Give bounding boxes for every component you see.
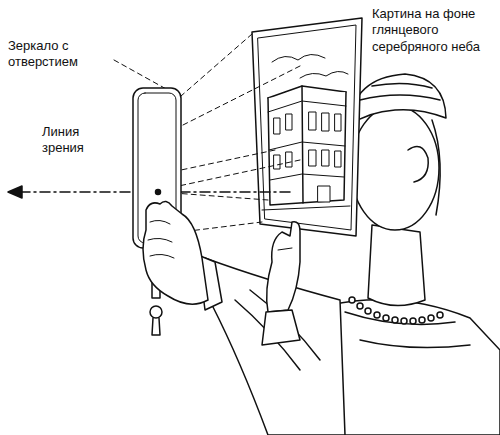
painting-part [302, 86, 303, 203]
necklace-part [437, 312, 443, 318]
painting-part [262, 206, 350, 210]
painting-part [269, 142, 345, 150]
sight-lines-part [181, 66, 300, 126]
sight-lines-part [114, 60, 168, 90]
person-head [350, 74, 446, 306]
person-head-part [372, 83, 432, 88]
painting-part [318, 186, 330, 202]
mirror-part [152, 318, 160, 335]
painting-part [300, 71, 348, 78]
necklace-part [410, 318, 416, 324]
painting-part [258, 25, 356, 230]
left-hand-part [278, 248, 292, 250]
necklace-part [419, 317, 425, 323]
left-hand-part [262, 310, 300, 345]
callout-label: Картина на фоне глянцевого серебряного н… [372, 6, 494, 55]
callout-label: Зеркало с отверстием [8, 38, 108, 71]
necklace-part [383, 315, 389, 321]
label-text: Картина на фоне глянцевого серебряного н… [372, 6, 480, 54]
painting-part [272, 54, 325, 62]
necklace-part [349, 297, 355, 303]
label-text: Линия зрения [42, 124, 84, 155]
mirror-part [150, 306, 162, 318]
painting-part [274, 112, 341, 134]
painting-part [270, 174, 344, 180]
painting-part [268, 101, 346, 112]
person-body-part [360, 340, 470, 348]
sight-lines-part [181, 34, 252, 96]
necklace-part [428, 315, 434, 321]
necklace-part [365, 308, 371, 314]
painting-part [252, 18, 362, 236]
painting [252, 18, 362, 236]
right-hand-part [143, 201, 208, 304]
person-head-part [408, 146, 428, 182]
necklace-part [357, 303, 363, 309]
person-body-part [345, 312, 455, 324]
right-hand [143, 201, 208, 304]
person-body-part [320, 300, 500, 435]
necklace-part [401, 318, 407, 324]
person-head-part [432, 120, 440, 215]
painting-part [268, 92, 346, 205]
left-hand-part [267, 222, 300, 312]
person-head-part [350, 74, 446, 125]
person-head-part [360, 95, 440, 100]
person-body [320, 300, 500, 435]
right-hand-part [148, 238, 172, 242]
left-hand [262, 222, 300, 345]
label-text: Зеркало с отверстием [8, 38, 78, 69]
right-hand-part [150, 220, 170, 224]
necklace-part [374, 312, 380, 318]
line-of-sight-part [8, 186, 22, 198]
mirror-part [156, 190, 161, 195]
person-head-part [351, 106, 439, 230]
person-head-part [368, 225, 425, 306]
sight-lines-part [181, 150, 275, 170]
painting-part [274, 150, 341, 169]
callout-label: Линия зрения [42, 124, 114, 157]
necklace-part [392, 317, 398, 323]
right-hand-part [150, 254, 174, 258]
